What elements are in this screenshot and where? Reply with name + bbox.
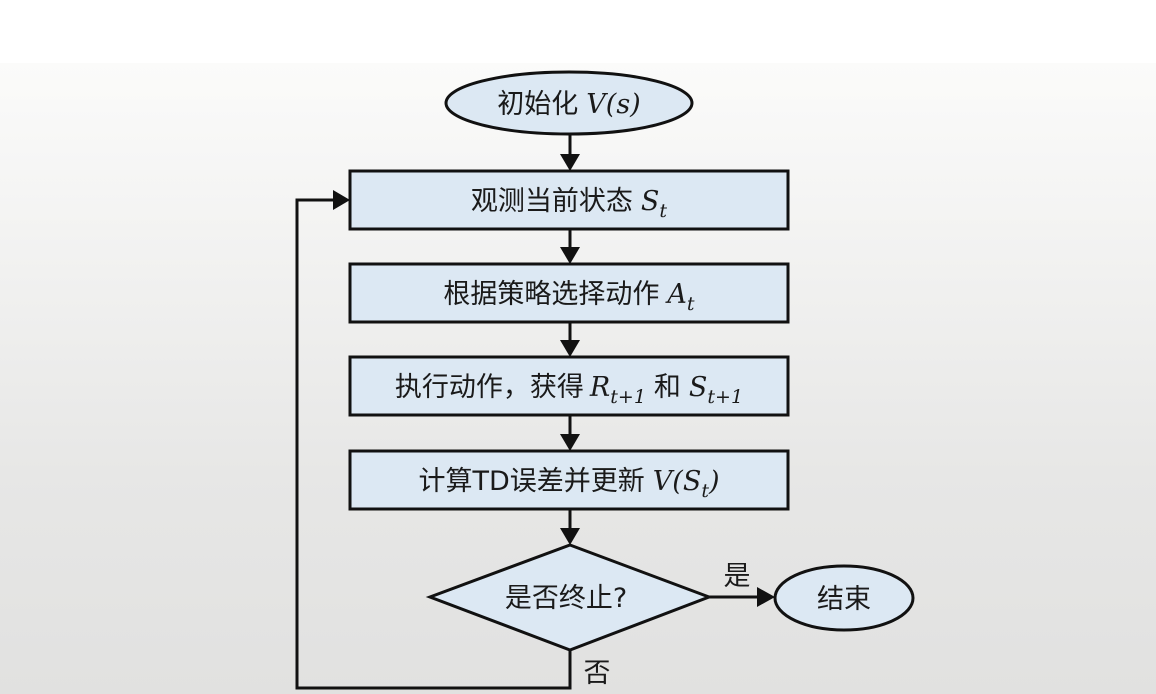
select-text: 根据策略选择动作	[443, 279, 659, 310]
update-text: 计算TD误差并更新	[418, 466, 644, 497]
arrowhead-icon	[757, 587, 775, 607]
edge-label-no: 否	[584, 658, 611, 689]
execute-math1-sub: t+1	[610, 386, 646, 408]
node-start: 初始化 V(s)	[444, 70, 694, 136]
arrowhead-icon	[560, 340, 580, 357]
execute-math2-sub: t+1	[707, 386, 743, 408]
arrowhead-icon	[560, 434, 580, 451]
node-observe: 观测当前状态 St	[348, 169, 790, 231]
edge-label-yes: 是	[724, 561, 751, 592]
arrowhead-icon	[560, 154, 580, 171]
select-box	[348, 262, 790, 324]
observe-box	[348, 169, 790, 231]
observe-math-sub: t	[659, 200, 667, 222]
observe-text: 观测当前状态	[471, 186, 633, 217]
observe-math: S	[641, 186, 660, 217]
select-math-sub: t	[687, 293, 695, 315]
start-ellipse	[444, 70, 694, 136]
start-text: 初始化	[497, 89, 578, 120]
arrowhead-icon	[560, 247, 580, 264]
edges	[295, 135, 775, 690]
arrowhead-icon	[560, 528, 580, 545]
decision-diamond	[425, 543, 714, 652]
update-math-suffix: )	[708, 466, 720, 497]
arrowhead-icon	[333, 190, 350, 210]
node-end: 结束	[773, 564, 915, 632]
execute-math1: R	[589, 372, 610, 403]
execute-box	[348, 355, 790, 417]
update-math: S	[683, 466, 702, 497]
node-update: 计算TD误差并更新 V(St)	[348, 449, 790, 511]
update-box	[348, 449, 790, 511]
update-math-prefix: V(	[653, 466, 684, 497]
end-ellipse	[773, 564, 915, 632]
decision-text: 是否终止?	[505, 583, 627, 614]
node-decision: 是否终止?	[425, 543, 714, 652]
update-math-sub: t	[701, 480, 709, 502]
start-math: V(s)	[586, 89, 640, 120]
select-math: A	[664, 279, 687, 310]
execute-conj: 和	[654, 372, 681, 403]
edge-decision-observe-loop	[295, 198, 572, 690]
end-text: 结束	[817, 584, 871, 615]
execute-math2: S	[689, 372, 708, 403]
execute-text: 执行动作，获得	[395, 372, 584, 403]
